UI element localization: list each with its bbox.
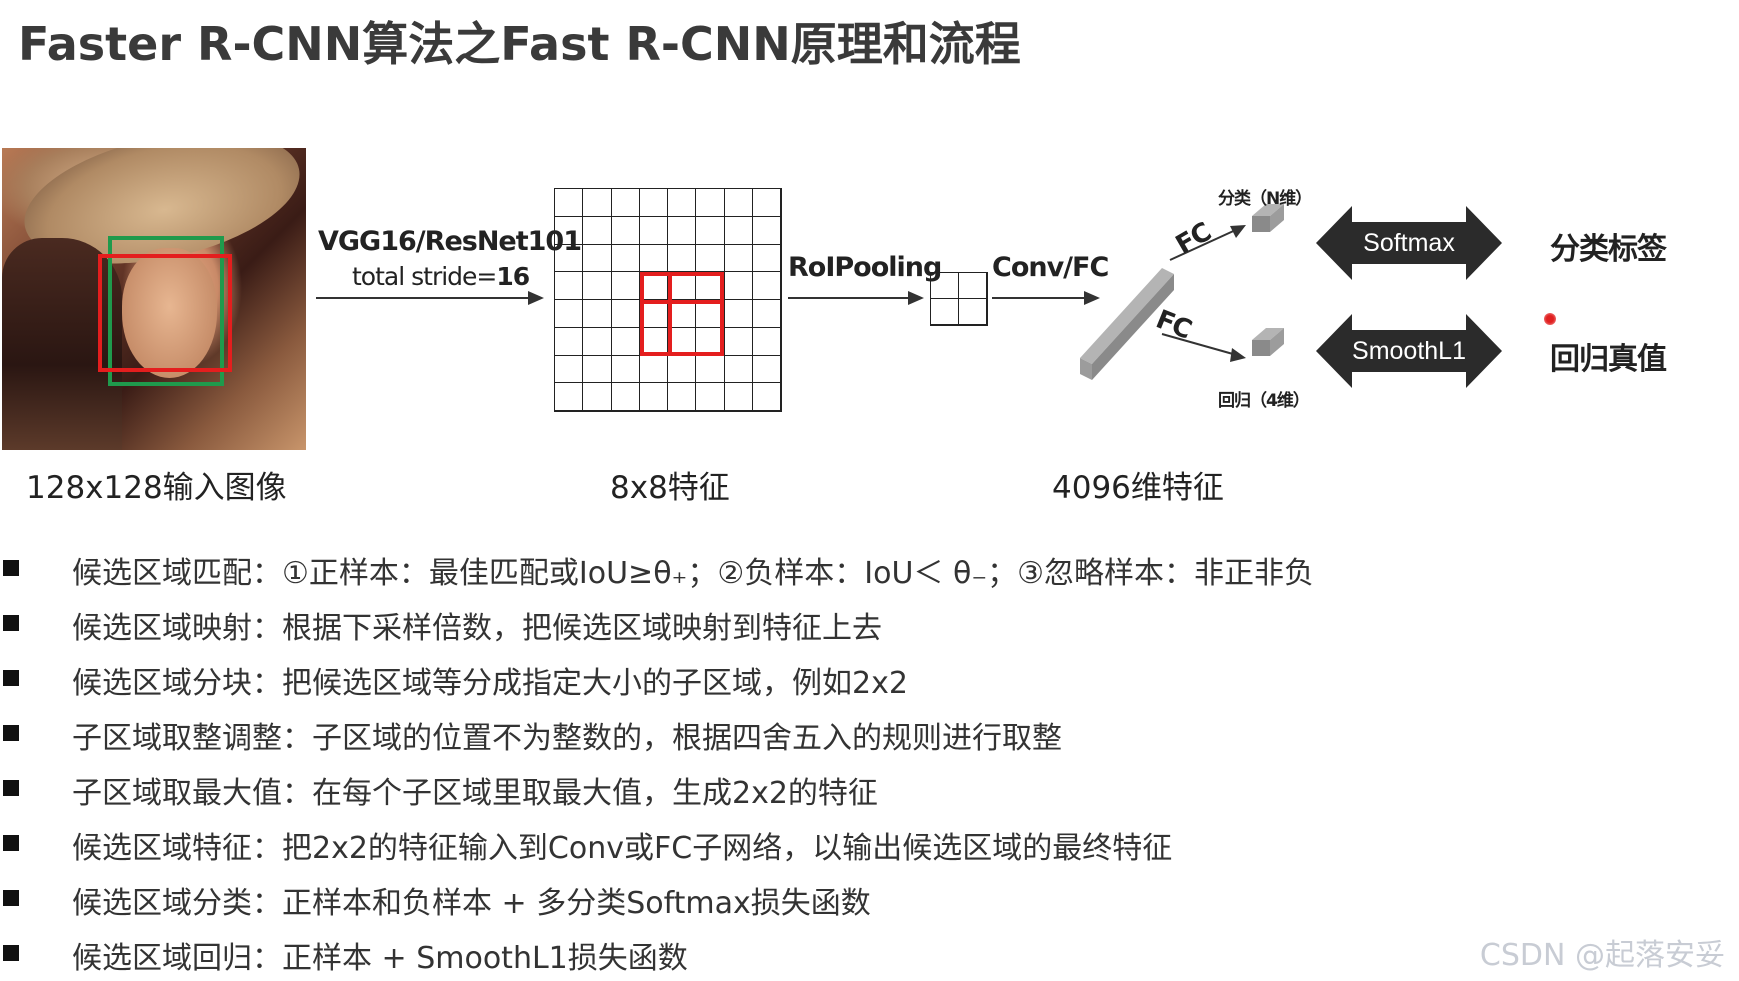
stride-prefix: total stride= <box>352 262 497 291</box>
watermark: CSDN @起落安妥 <box>1479 938 1725 973</box>
bullet-square-icon <box>3 835 19 851</box>
input-caption: 128x128输入图像 <box>26 470 287 506</box>
bullet-square-icon <box>3 615 19 631</box>
fc-heads-diagram <box>1080 204 1284 380</box>
pooled-2x2 <box>930 272 988 326</box>
bullet-square-icon <box>3 560 19 576</box>
reg-output-label: 回归真值 <box>1550 342 1667 377</box>
face-shape <box>122 248 217 378</box>
roipooling-arrow <box>788 291 924 305</box>
stride-text: total stride=16 <box>352 262 530 291</box>
bullet-square-icon <box>3 725 19 741</box>
bullet-square-icon <box>3 780 19 796</box>
convfc-arrow <box>992 291 1100 305</box>
softmax-arrow: Softmax <box>1316 206 1502 280</box>
softmax-label: Softmax <box>1363 228 1455 257</box>
feature-caption: 8x8特征 <box>610 470 730 506</box>
backbone-arrow <box>316 291 544 305</box>
pointer-dot <box>1544 313 1556 325</box>
smoothl1-label: SmoothL1 <box>1352 336 1466 365</box>
reg-dim-label: 回归（4维） <box>1218 391 1310 411</box>
cls-output-label: 分类标签 <box>1550 232 1667 267</box>
bullet-square-icon <box>3 945 19 961</box>
bullet-square-icon <box>3 890 19 906</box>
proposal-box <box>98 254 232 372</box>
roipooling-label: RoIPooling <box>788 252 942 283</box>
backbone-label: VGG16/ResNet101 <box>318 226 582 257</box>
smoothl1-arrow: SmoothL1 <box>1316 314 1502 388</box>
bullet-square-icon <box>3 670 19 686</box>
ground-truth-box <box>108 236 224 386</box>
roi-region <box>640 272 724 356</box>
slide-title: Faster R-CNN算法之Fast R-CNN原理和流程 <box>18 17 1021 71</box>
input-image <box>2 148 306 450</box>
vector-caption: 4096维特征 <box>1052 470 1224 506</box>
stride-value: 16 <box>496 262 530 291</box>
hair-shape <box>2 238 122 450</box>
cls-dim-label: 分类（N维） <box>1218 189 1312 209</box>
convfc-label: Conv/FC <box>992 252 1109 283</box>
